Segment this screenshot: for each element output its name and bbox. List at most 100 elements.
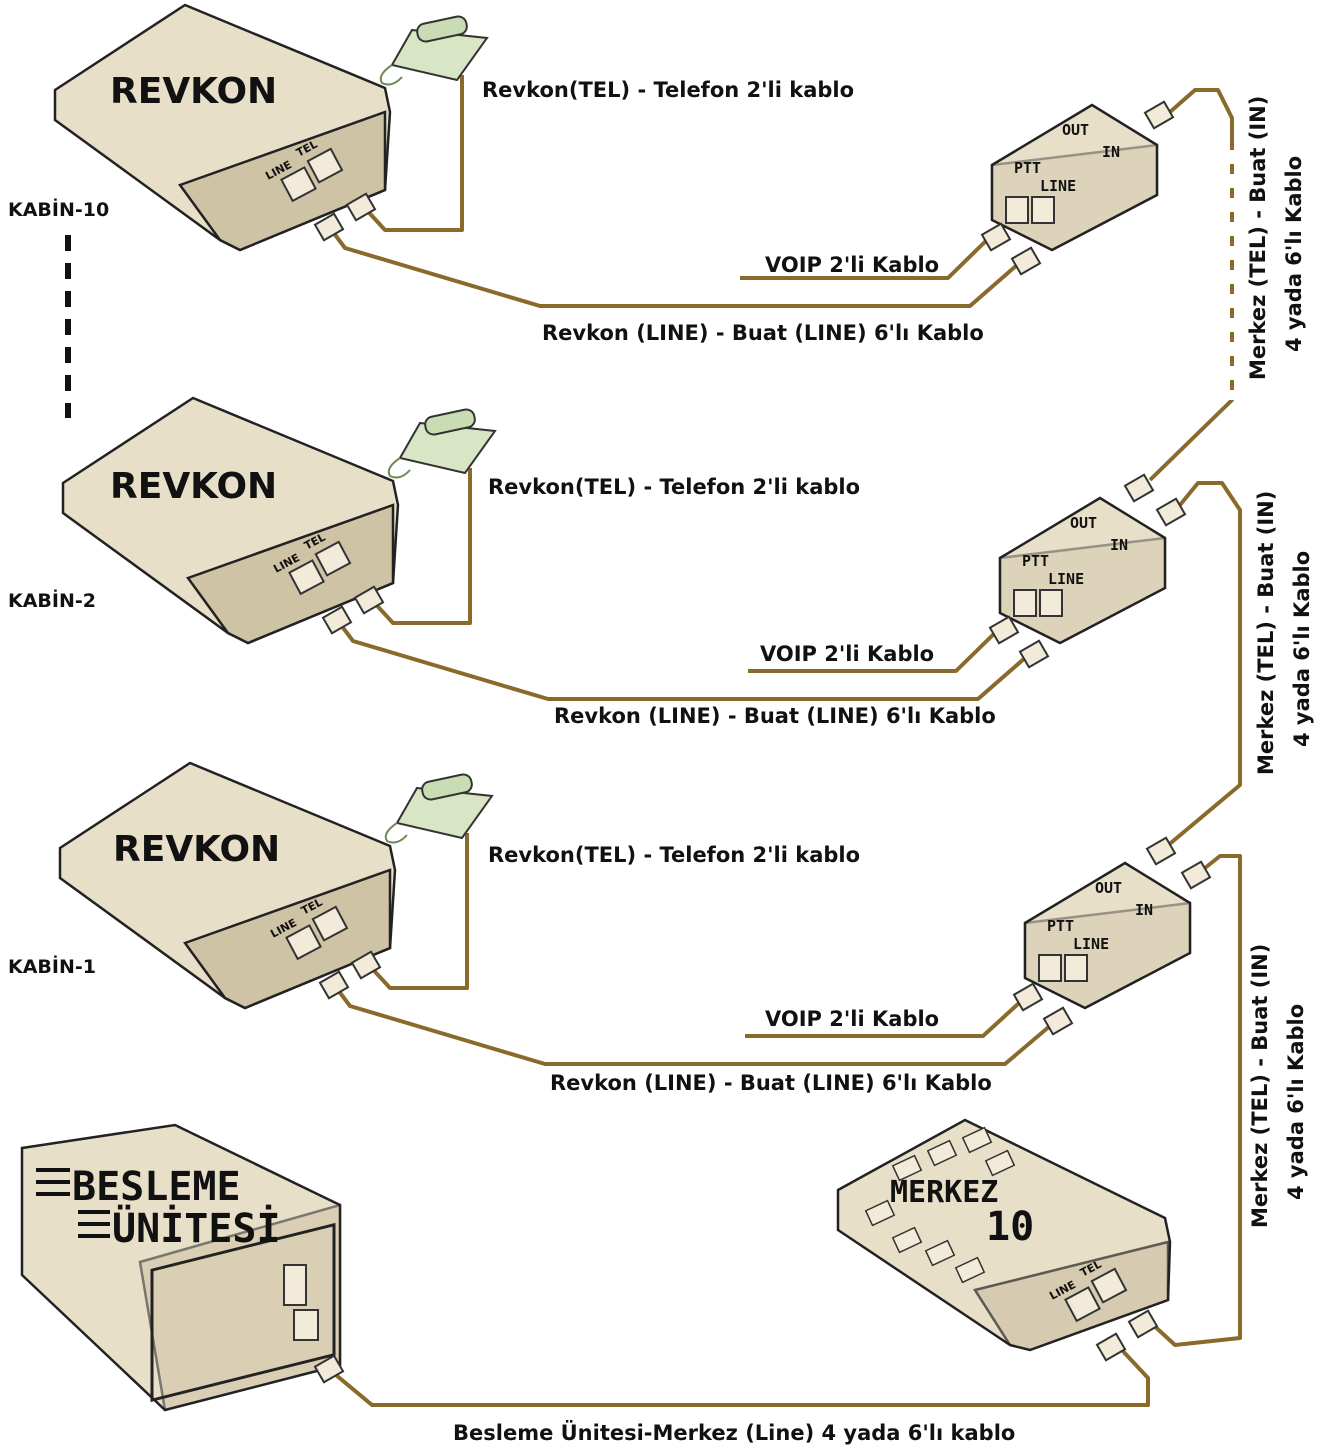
box-ptt-label: PTT	[1022, 552, 1049, 570]
power-unit-stripes	[36, 1168, 110, 1238]
power-socket-icon	[293, 1309, 319, 1341]
trunk-cable-label: Merkez (TEL) - Buat (IN) 4 yada 6'lı Kab…	[1254, 491, 1314, 775]
trunk-cable-label: Merkez (TEL) - Buat (IN) 4 yada 6'lı Kab…	[1248, 944, 1308, 1228]
box-line-label: LINE	[1073, 935, 1109, 953]
line-cable-label: Revkon (LINE) - Buat (LINE) 6'lı Kablo	[550, 1071, 992, 1095]
rj-plug	[350, 950, 382, 980]
rj-plug	[313, 212, 345, 242]
box-out-label: OUT	[1095, 879, 1122, 897]
kabin-label: KABİN-1	[8, 954, 96, 978]
box-line-label: LINE	[1048, 570, 1084, 588]
box-in-label: IN	[1135, 901, 1153, 919]
rj-plug	[1123, 473, 1155, 503]
box-port	[1039, 589, 1063, 617]
rj-plug	[1095, 1332, 1127, 1362]
revkon-label: REVKON	[110, 466, 277, 507]
rj-plug	[1180, 860, 1212, 890]
kabin-label: KABİN-10	[8, 197, 109, 221]
trunk-label-line1: Merkez (TEL) - Buat (IN)	[1254, 491, 1278, 775]
voip-cable	[745, 991, 1032, 1038]
box-out-label: OUT	[1062, 121, 1089, 139]
power-switch-icon	[283, 1264, 307, 1306]
box-ptt-label: PTT	[1014, 159, 1041, 177]
tel-port	[314, 540, 352, 577]
rj-plug	[1042, 1006, 1074, 1036]
box-port	[1064, 954, 1088, 982]
box-ptt-label: PTT	[1047, 917, 1074, 935]
merkez-line1: MERKEZ	[890, 1175, 998, 1210]
power-unit-line1: BESLEME	[72, 1164, 241, 1210]
phone-cable-label: Revkon(TEL) - Telefon 2'li kablo	[488, 475, 860, 499]
voip-cable-label: VOIP 2'li Kablo	[765, 253, 939, 277]
rj-plug	[1018, 639, 1050, 669]
revkon-port-labels: LINE TEL	[271, 531, 352, 596]
rj-plug	[1127, 1309, 1159, 1339]
revkon-label: REVKON	[110, 71, 277, 112]
merkez-line2: 10	[986, 1204, 1034, 1250]
keypad-icon	[864, 1126, 1016, 1284]
tel-port	[1090, 1267, 1128, 1304]
box-port	[1013, 589, 1037, 617]
line-cable-label: Revkon (LINE) - Buat (LINE) 6'lı Kablo	[554, 704, 996, 728]
phone-cable-label: Revkon(TEL) - Telefon 2'li kablo	[482, 78, 854, 102]
trunk-cable-label: Merkez (TEL) - Buat (IN) 4 yada 6'lı Kab…	[1246, 96, 1306, 380]
telephone-icon	[387, 408, 497, 479]
rj-plug	[980, 222, 1012, 252]
rj-plug	[353, 585, 385, 615]
power-cable-label: Besleme Ünitesi-Merkez (Line) 4 yada 6'l…	[453, 1420, 1015, 1445]
phone-cable-label: Revkon(TEL) - Telefon 2'li kablo	[488, 843, 860, 867]
kabin-2-group: REVKON LINE TEL OUT IN PTT LINE Revko	[8, 396, 1314, 775]
trunk-label-line2: 4 yada 6'lı Kablo	[1284, 1004, 1308, 1200]
voip-cable	[740, 230, 997, 280]
rj-plug	[1143, 100, 1175, 130]
rj-plug	[313, 1354, 345, 1384]
line-port	[280, 166, 317, 203]
buat-junction-box: OUT IN PTT LINE	[998, 496, 1167, 645]
box-port	[1031, 196, 1055, 224]
voip-cable-label: VOIP 2'li Kablo	[760, 642, 934, 666]
line-cable-label: Revkon (LINE) - Buat (LINE) 6'lı Kablo	[542, 321, 984, 345]
line-port	[288, 559, 325, 596]
tel-port	[311, 905, 349, 942]
kabin-label: KABİN-2	[8, 588, 96, 612]
rj-plug	[988, 615, 1020, 645]
power-cable	[328, 1346, 1150, 1407]
rj-plug	[321, 605, 353, 635]
trunk-label-line2: 4 yada 6'lı Kablo	[1290, 551, 1314, 747]
kabin-10-group: REVKON LINE TEL OUT IN PTT LINE	[8, 3, 1306, 380]
rj-plug	[1155, 497, 1187, 527]
phone-cable	[365, 833, 469, 990]
box-in-label: IN	[1102, 143, 1120, 161]
revkon-port-labels: LINE TEL	[263, 138, 344, 203]
rj-plug	[1010, 246, 1042, 276]
kabin-1-group: REVKON LINE TEL OUT IN PTT LINE Revko	[8, 761, 1308, 1228]
box-port	[1005, 196, 1029, 224]
revkon-label: REVKON	[113, 829, 280, 870]
tel-port	[306, 147, 344, 184]
line-cable	[333, 984, 1059, 1066]
merkez-unit: MERKEZ 10 LINE TEL	[836, 1118, 1172, 1352]
trunk-label-line2: 4 yada 6'lı Kablo	[1282, 156, 1306, 352]
phone-cable	[360, 75, 464, 232]
rj-plug	[1145, 836, 1177, 866]
trunk-cable-low	[1148, 854, 1242, 1347]
buat-junction-box: OUT IN PTT LINE	[990, 103, 1159, 252]
buat-junction-box: OUT IN PTT LINE	[1023, 861, 1192, 1010]
trunk-cable-mid	[1158, 481, 1242, 854]
line-port	[285, 924, 322, 961]
trunk-label-line1: Merkez (TEL) - Buat (IN)	[1246, 96, 1270, 380]
line-cable	[328, 226, 1027, 308]
telephone-icon	[384, 773, 494, 844]
power-unit-line2: ÜNİTESİ	[112, 1204, 281, 1252]
line-cable	[336, 619, 1035, 701]
trunk-cable-top	[1148, 88, 1234, 482]
rj-plug	[345, 192, 377, 222]
voip-cable-label: VOIP 2'li Kablo	[765, 1007, 939, 1031]
box-out-label: OUT	[1070, 514, 1097, 532]
trunk-label-line1: Merkez (TEL) - Buat (IN)	[1248, 944, 1272, 1228]
line-port	[1064, 1286, 1101, 1323]
rj-plug	[1012, 982, 1044, 1012]
voip-cable	[748, 623, 1005, 673]
phone-cable	[368, 468, 472, 625]
rj-plug	[318, 970, 350, 1000]
